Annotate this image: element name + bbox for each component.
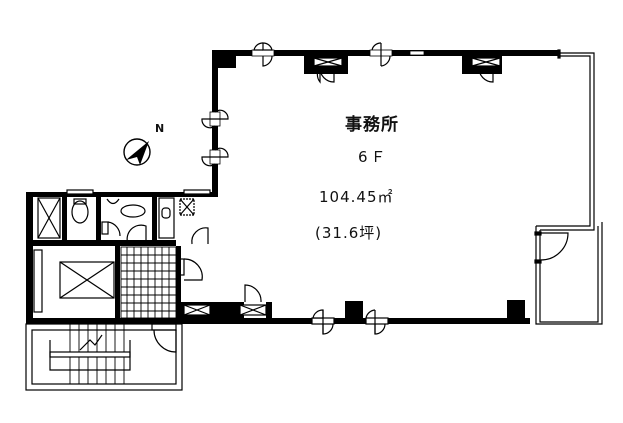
floor-label: 6Ｆ	[358, 148, 389, 166]
compass-north-label: N	[155, 122, 165, 135]
north-arrow-icon	[123, 138, 151, 166]
room-name-label: 事務所	[345, 115, 399, 135]
area-tsubo-label: (31.6坪)	[315, 224, 383, 242]
area-sqm-label: 104.45㎡	[319, 188, 394, 206]
